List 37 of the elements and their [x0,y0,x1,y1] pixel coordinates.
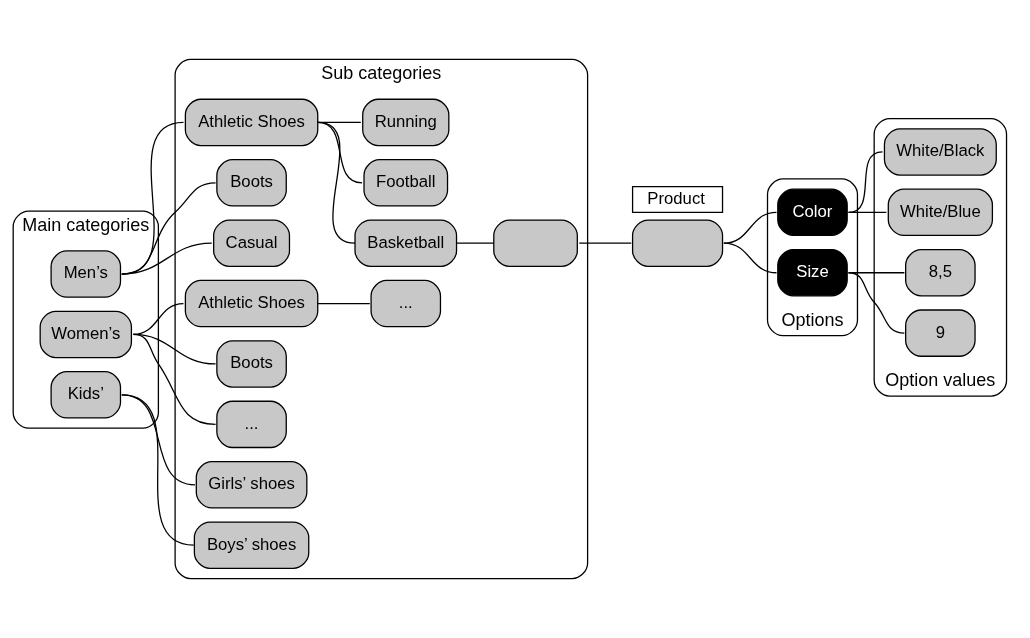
connector [578,242,632,244]
node-box: Boots [216,340,287,388]
node-box: Running [362,98,450,147]
connector [132,333,217,425]
node-box: Color [777,188,848,237]
node-box: Athletic Shoes [184,279,319,328]
connector [847,272,905,334]
node-box: Size [777,248,848,297]
node-box: Girls’ shoes [195,461,308,509]
node-box: Boys’ shoes [193,521,310,569]
connector [847,211,888,213]
node-box: Basketball [354,219,458,267]
node-box: ... [216,400,287,449]
node-box: Athletic Shoes [184,98,319,147]
connector [317,302,371,305]
node-box: 8,5 [905,248,976,297]
connector [317,121,362,124]
node-box [493,219,578,267]
connector [723,242,778,274]
node-box: Boots [216,159,287,207]
node-box: White/Black [883,128,997,176]
connector [121,182,217,275]
node-box: Men’s [50,250,122,298]
node-box: Women’s [39,310,133,359]
node-box: 9 [905,309,976,357]
node-box: Football [363,159,449,207]
connector [121,242,213,275]
connector [723,211,778,244]
connector [121,394,195,546]
node-box: Kids’ [50,371,122,419]
node-box: White/Blue [887,188,994,237]
node-box: Casual [213,219,291,267]
connector [317,121,363,184]
connector [847,151,884,213]
node-box: ... [370,279,442,328]
node-label: Product [647,188,705,208]
connector [455,242,495,244]
